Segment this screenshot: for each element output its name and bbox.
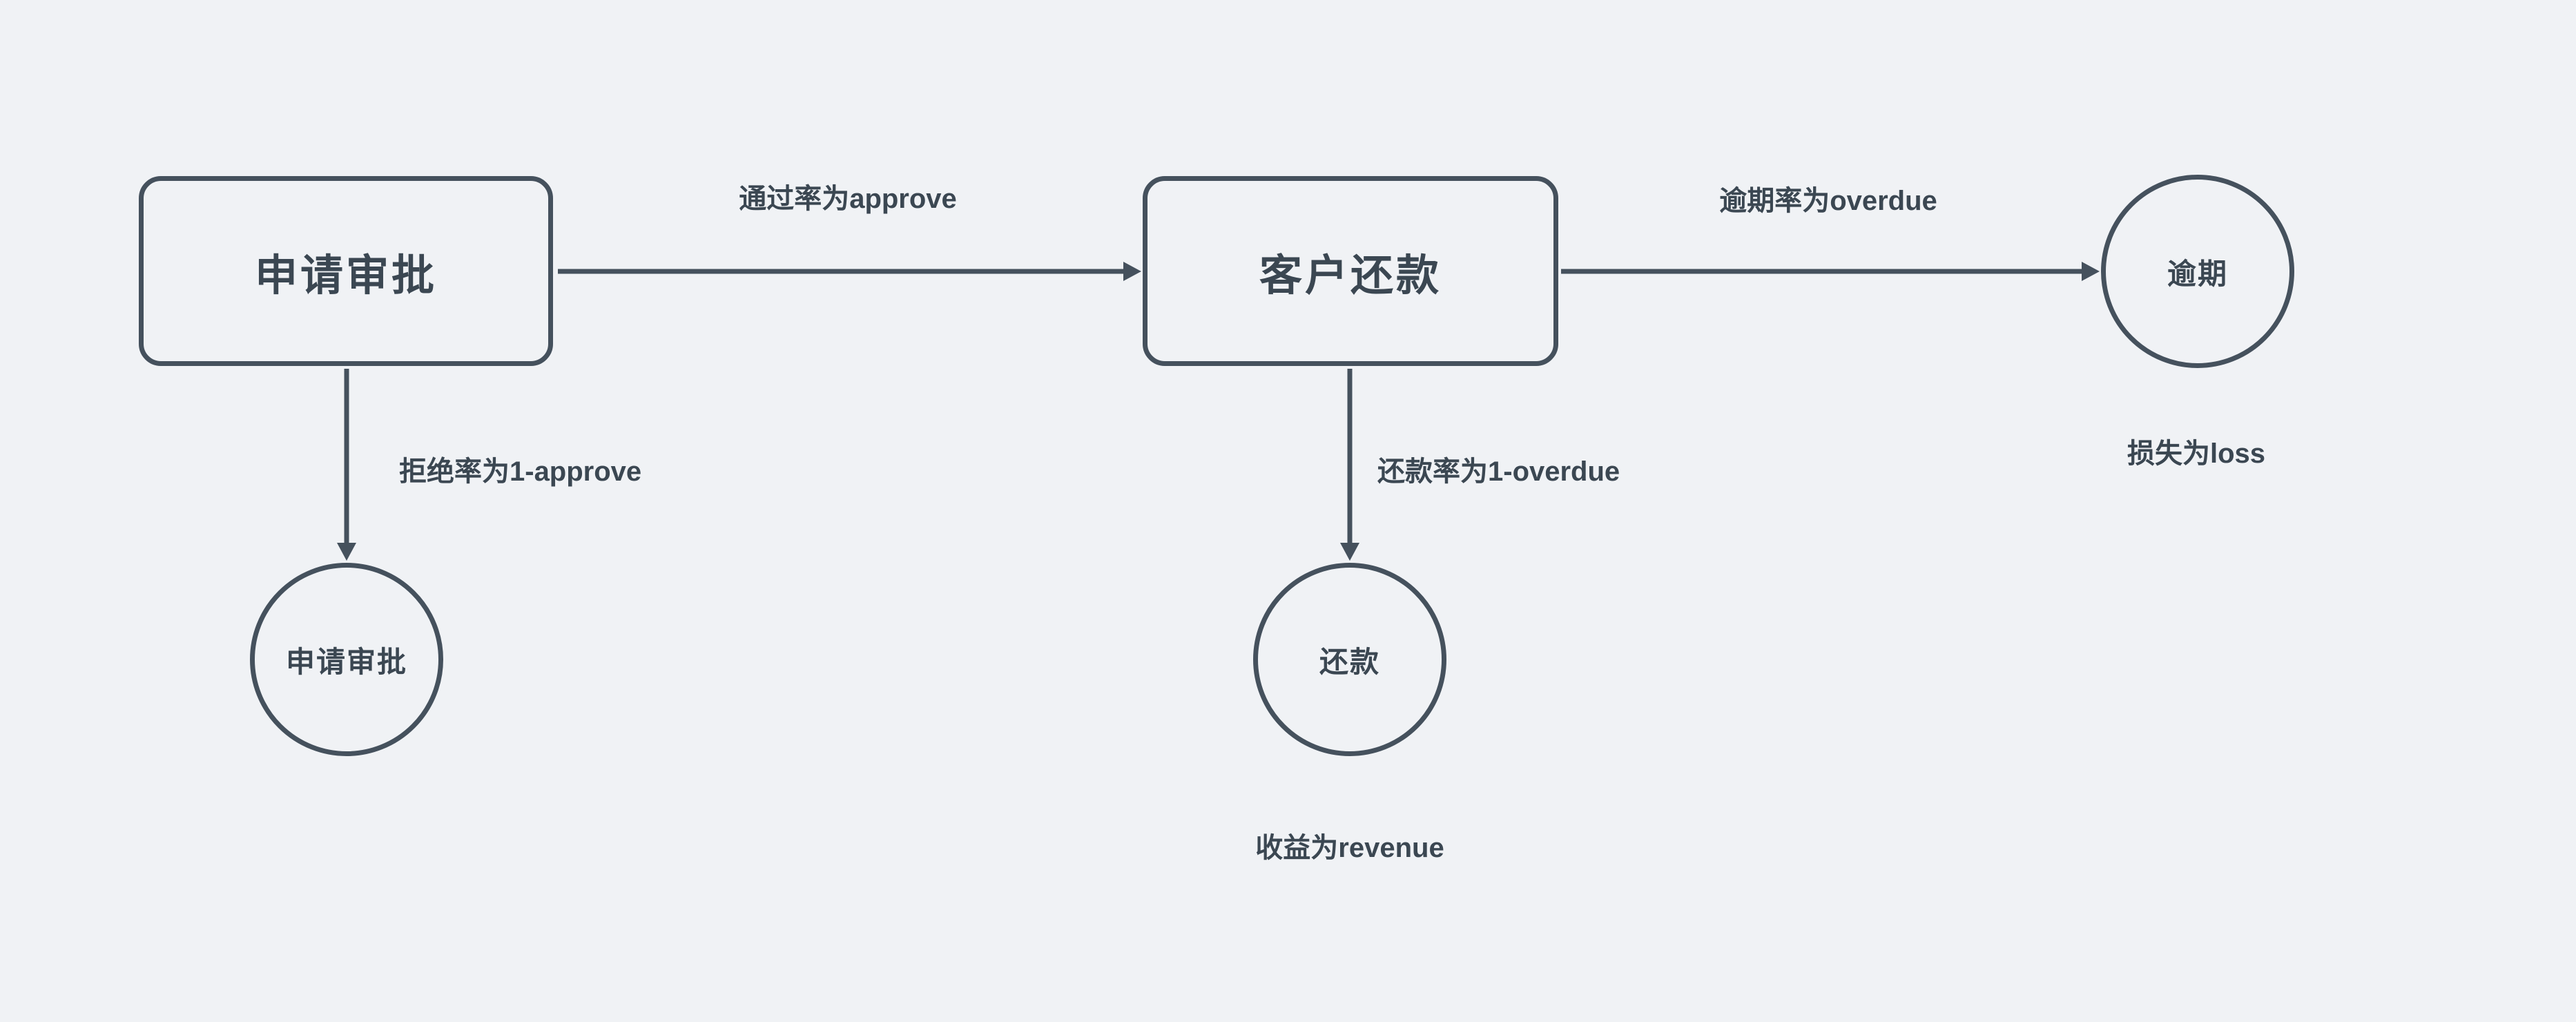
edge-label-overdue-rate: 逾期率为overdue — [1719, 186, 1937, 216]
edge-overdue-arrow — [1561, 262, 2100, 281]
annotation-loss: 损失为loss — [2127, 438, 2266, 469]
node-overdue-circle[interactable]: 逾期 — [2101, 175, 2294, 368]
node-repayment-circle[interactable]: 还款 — [1253, 563, 1446, 756]
node-overdue-label: 逾期 — [2167, 257, 2228, 290]
edge-approve-arrow — [558, 262, 1141, 281]
edge-reject-arrow — [337, 369, 356, 561]
node-application-approval-label: 申请审批 — [254, 251, 437, 300]
node-repayment-label: 还款 — [1319, 645, 1380, 678]
edge-repay-arrow — [1340, 369, 1359, 561]
node-rejected-application-circle[interactable]: 申请审批 — [250, 563, 443, 756]
node-rejected-application-label: 申请审批 — [285, 645, 407, 678]
node-application-approval-box[interactable]: 申请审批 — [139, 176, 553, 366]
annotation-revenue: 收益为revenue — [1255, 833, 1444, 863]
edge-label-repay-rate: 还款率为1-overdue — [1377, 456, 1620, 487]
node-customer-repayment-box[interactable]: 客户还款 — [1143, 176, 1558, 366]
node-customer-repayment-label: 客户还款 — [1259, 251, 1442, 300]
edge-label-approve-rate: 通过率为approve — [739, 184, 957, 214]
edge-label-reject-rate: 拒绝率为1-approve — [399, 456, 642, 487]
